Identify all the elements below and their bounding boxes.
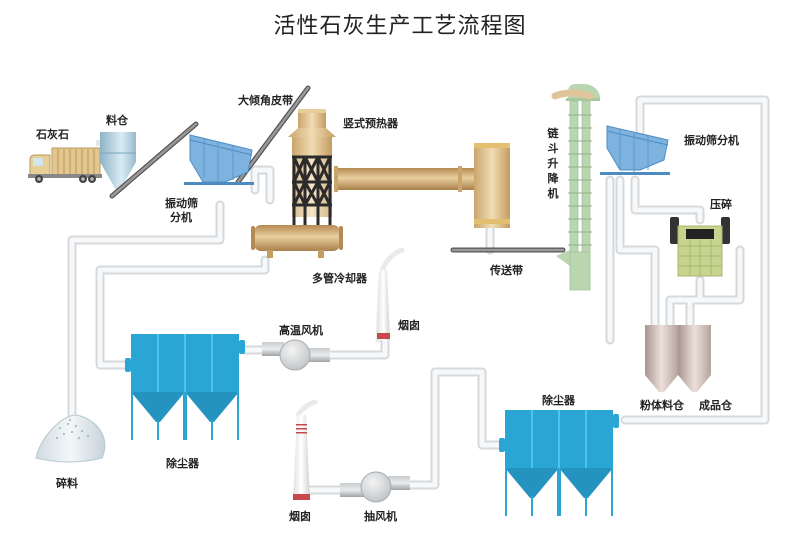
- label-vibrating-screen-1-line1: 振动筛: [165, 197, 198, 210]
- label-high-temp-fan: 高温风机: [279, 324, 323, 337]
- label-exhaust-fan: 抽风机: [364, 510, 397, 523]
- label-chimney-1: 烟囱: [398, 319, 420, 332]
- label-crushed-material: 碎料: [56, 477, 78, 490]
- chimney-2: [293, 399, 318, 500]
- label-vibrating-screen-1-line2: 分机: [170, 211, 192, 224]
- inclined-belt-1: [109, 121, 199, 199]
- dust-collector-1: [125, 334, 245, 440]
- vibrating-screen-1: [184, 134, 254, 185]
- chimney-1: [375, 247, 405, 343]
- label-steep-belt: 大倾角皮带: [238, 94, 293, 107]
- crusher: [670, 217, 730, 277]
- label-product-bin: 成品仓: [699, 399, 732, 412]
- steep-angle-belt: [235, 85, 311, 185]
- vertical-preheater: [288, 109, 336, 225]
- powder-silo: [645, 325, 678, 392]
- feed-bin: [96, 132, 136, 190]
- limestone-truck: [28, 147, 102, 183]
- label-dust-collector-1: 除尘器: [166, 457, 199, 470]
- label-crusher: 压碎: [710, 198, 732, 211]
- diagram-title: 活性石灰生产工艺流程图: [273, 14, 527, 39]
- vibrating-screen-2: [600, 125, 670, 175]
- label-conveyor-belt: 传送带: [490, 264, 523, 277]
- exhaust-fan: [340, 471, 410, 503]
- crushed-material-pile: [35, 414, 106, 463]
- multi-tube-cooler: [251, 225, 343, 258]
- label-limestone: 石灰石: [36, 128, 69, 141]
- steel-truss: [292, 155, 332, 225]
- label-chimney-2: 烟囱: [289, 510, 311, 523]
- bucket-elevator: [551, 84, 600, 291]
- label-vertical-preheater: 竖式预热器: [343, 117, 398, 130]
- kiln-duct: [334, 166, 474, 192]
- label-vibrating-screen-2: 振动筛分机: [684, 134, 739, 147]
- kiln-vessel: [474, 143, 510, 228]
- pipe-network: [67, 95, 770, 495]
- dust-collector-2: [499, 410, 619, 516]
- label-bucket-elevator: 链斗升降机: [547, 127, 559, 200]
- label-powder-bin: 粉体料仓: [640, 399, 684, 412]
- pipe-fan2-to-duster2: [390, 367, 511, 490]
- label-feed-bin: 料仓: [106, 114, 128, 127]
- product-silo: [678, 325, 711, 392]
- high-temp-fan: [262, 339, 330, 371]
- label-multi-tube-cooler: 多管冷却器: [312, 272, 367, 285]
- label-dust-collector-2: 除尘器: [542, 394, 575, 407]
